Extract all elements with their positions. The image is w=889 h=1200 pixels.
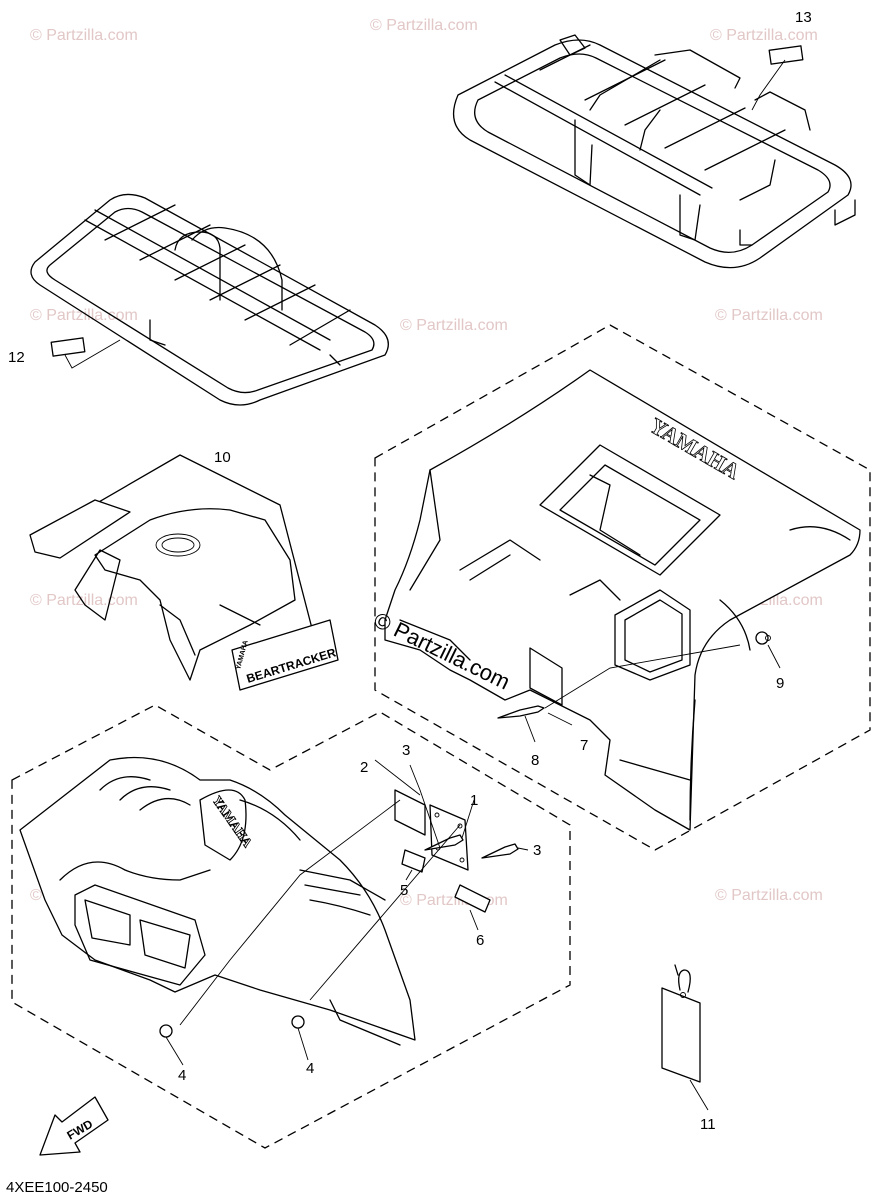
watermark-text: © Partzilla.com xyxy=(400,317,508,334)
rear-carrier xyxy=(452,34,856,269)
tag-11 xyxy=(661,964,709,1111)
watermark-text: © Partzilla.com xyxy=(30,592,138,609)
rivet-3-upper xyxy=(424,834,464,851)
decal-10b xyxy=(231,619,339,691)
watermark-text: © Partzilla.com xyxy=(400,892,508,909)
front-fender: YAMAHA xyxy=(19,756,416,1046)
watermark-text: © Partzilla.com xyxy=(710,27,818,44)
callout-3a: 3 xyxy=(402,742,410,759)
watermark-text: © Partzilla.com xyxy=(715,307,823,324)
callout-3b: 3 xyxy=(533,842,541,859)
callout-13: 13 xyxy=(795,9,812,26)
watermark-text: © Partzilla.com xyxy=(715,887,823,904)
rivet-3-lower xyxy=(481,843,519,859)
front-carrier xyxy=(30,193,389,406)
diagram-code: 4XEE100-2450 xyxy=(6,1179,108,1196)
decal-12 xyxy=(50,337,86,357)
callout-8: 8 xyxy=(531,752,539,769)
callout-10: 10 xyxy=(214,449,231,466)
front-panel-10: BEARTRACKER YAMAHA xyxy=(29,454,339,691)
watermark-text: © Partzilla.com xyxy=(370,17,478,34)
reflector-2 xyxy=(394,789,426,836)
decal-13 xyxy=(768,45,804,65)
callout-9: 9 xyxy=(776,675,784,692)
fwd-arrow: FWD xyxy=(39,1096,109,1156)
rear-fender-box xyxy=(374,324,871,851)
grommet-4b xyxy=(291,1015,305,1029)
decal-10a xyxy=(29,499,131,559)
decal-5 xyxy=(401,849,426,873)
watermark-text: © Partzilla.com xyxy=(30,307,138,324)
grommet-4a xyxy=(159,1024,173,1038)
callout-5: 5 xyxy=(400,882,408,899)
decal-6 xyxy=(454,884,491,913)
callout-12: 12 xyxy=(8,349,25,366)
callout-4b: 4 xyxy=(306,1060,314,1077)
callout-2: 2 xyxy=(360,759,368,776)
callout-1: 1 xyxy=(470,792,478,809)
watermark-text: © Partzilla.com xyxy=(30,27,138,44)
callout-11: 11 xyxy=(700,1116,716,1133)
rivet-8 xyxy=(497,705,545,719)
callouts: 1 2 3 3 4 4 5 6 7 8 9 10 11 12 13 xyxy=(8,9,812,1133)
reflector-7 xyxy=(529,647,563,706)
callout-7: 7 xyxy=(580,737,588,754)
front-fender-box xyxy=(11,704,571,1149)
callout-6: 6 xyxy=(476,932,484,949)
grommet-9 xyxy=(755,631,769,645)
callout-4a: 4 xyxy=(178,1067,186,1084)
rear-fender: YAMAHA xyxy=(384,369,861,831)
